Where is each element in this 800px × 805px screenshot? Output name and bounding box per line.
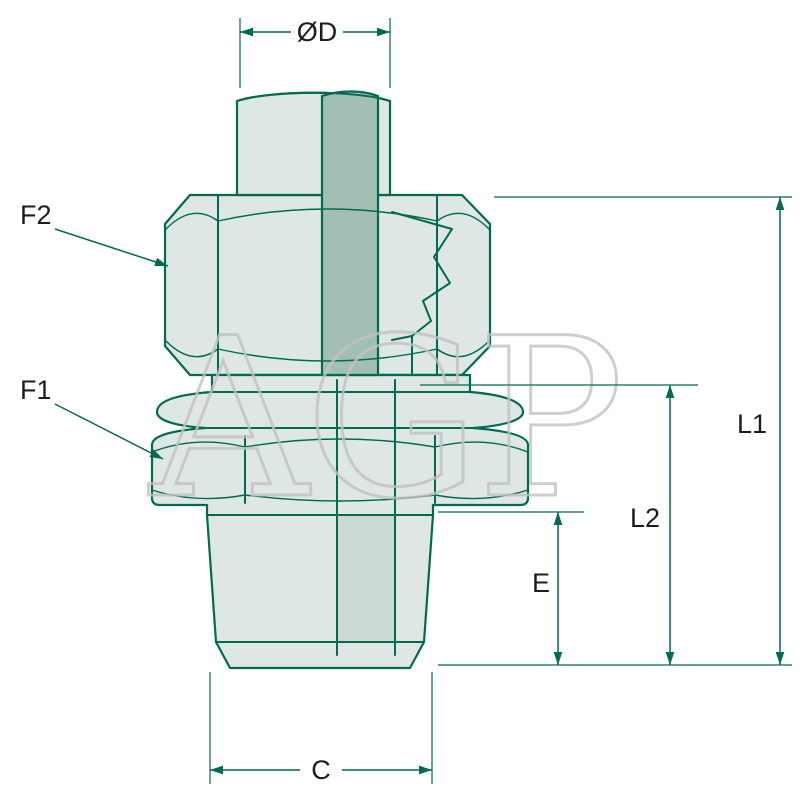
- bore-band: [337, 515, 395, 642]
- hex-chamfer-arc: [244, 438, 436, 448]
- hex-chamfer-arc: [244, 494, 436, 502]
- dim-c: C: [209, 672, 433, 785]
- leader-line: [54, 228, 169, 267]
- dim-label-f2: F2: [20, 200, 52, 230]
- label-background: [300, 753, 342, 785]
- nut-chamfer-arc: [436, 339, 491, 358]
- nut-chamfer-arc: [164, 212, 219, 231]
- nut-chamfer-arc: [436, 212, 491, 231]
- dim-label-l2: L2: [630, 503, 660, 533]
- watermark-text: AGP: [148, 291, 621, 547]
- hex-chamfer-arc: [434, 489, 529, 500]
- hex-chamfer-arc: [434, 441, 529, 453]
- leader-f1: F1: [20, 375, 164, 460]
- nut-chamfer-arc: [217, 208, 438, 222]
- dim-od: ØD: [239, 14, 391, 88]
- hex-chamfer-arc: [151, 489, 246, 500]
- leader-line: [54, 403, 164, 460]
- nut-chamfer-arc: [217, 348, 438, 362]
- ferrule-section-line: [391, 335, 413, 341]
- nut-chamfer-arc: [164, 339, 219, 358]
- dim-label-e: E: [532, 568, 550, 598]
- dim-l2: L2: [420, 384, 698, 665]
- ferrule-section-line: [391, 211, 453, 230]
- fitting-drawing: [150, 90, 530, 670]
- dim-l1: L1: [438, 196, 792, 666]
- dim-label-f1: F1: [20, 375, 52, 405]
- drawing-outlines: [151, 91, 529, 656]
- dim-label-c: C: [311, 755, 331, 785]
- dim-label-od: ØD: [297, 17, 338, 47]
- dim-label-l1: L1: [737, 409, 767, 439]
- hex-chamfer-arc: [151, 441, 246, 453]
- tube-top-edge: [236, 91, 391, 102]
- label-background: [291, 14, 343, 48]
- leader-f2: F2: [20, 200, 169, 267]
- dimension-annotations: ØD F2 F1 L1 L2 E: [20, 14, 792, 785]
- dim-e: E: [438, 511, 584, 665]
